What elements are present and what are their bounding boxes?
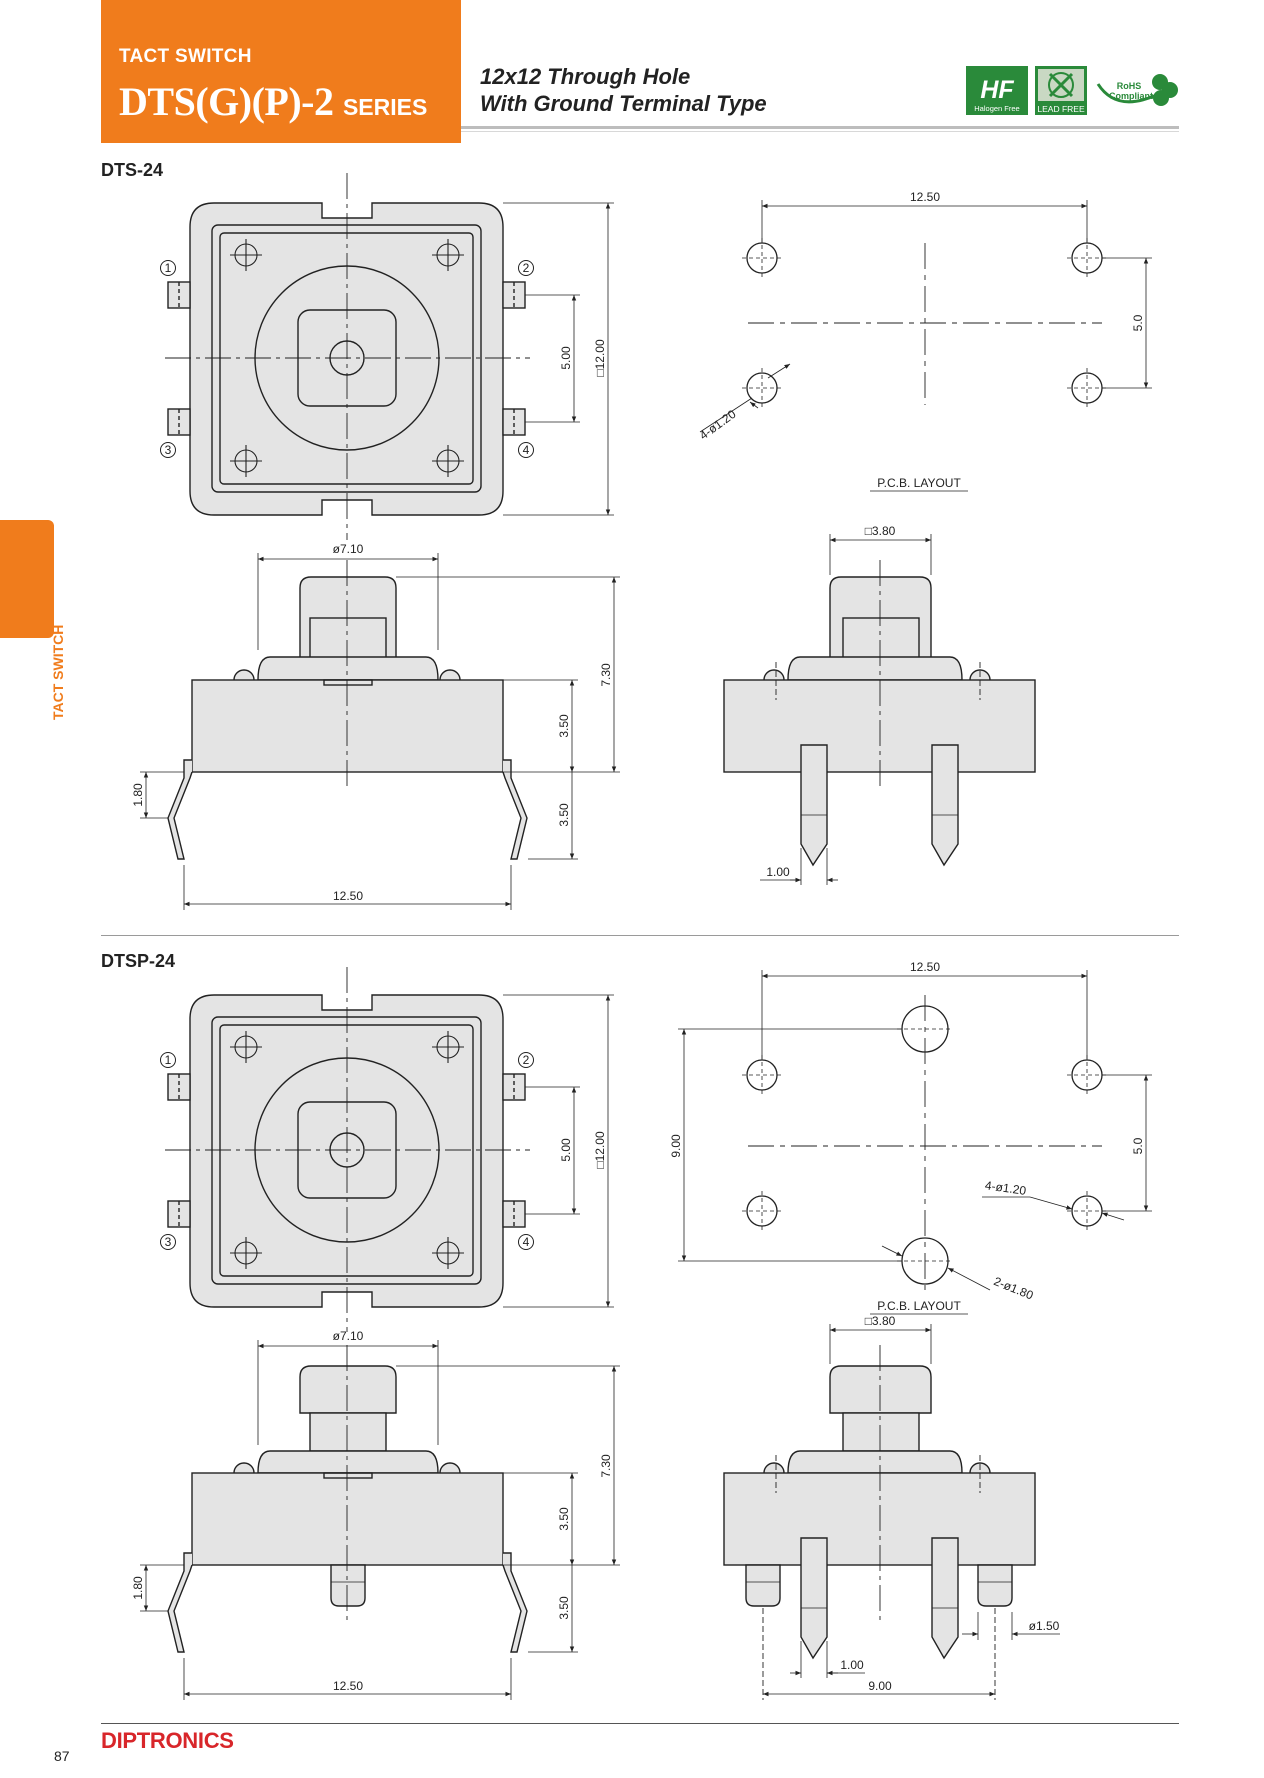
- height-label: 7.30: [599, 663, 613, 687]
- pin-label-3: 3: [165, 443, 172, 457]
- pcb-row-spacing-label: 5.0: [1131, 314, 1145, 331]
- pin-label-1b: 1: [165, 1053, 172, 1067]
- peg-diameter-label: ø1.50: [1029, 1619, 1060, 1633]
- section-title-dts24: DTS-24: [101, 160, 164, 180]
- pin-label-2: 2: [523, 261, 530, 275]
- lead-bend-label-b: 1.80: [131, 1576, 145, 1600]
- dts24-side-view: [723, 534, 1036, 885]
- pcb2-hole-label: 4-ø1.20: [984, 1178, 1027, 1198]
- halogen-logo-text: HF: [980, 76, 1014, 104]
- lead-free-text: LEAD FREE: [1037, 104, 1085, 114]
- subtitle-line-1: 12x12 Through Hole: [480, 64, 691, 89]
- dtsp24-top-view: [160, 967, 614, 1332]
- dim-top-spacing-b: 5.00: [559, 1138, 573, 1162]
- dim-body-size-b: □12.00: [593, 1131, 607, 1169]
- pcb2-vert-spacing-label: 9.00: [669, 1134, 683, 1158]
- pin-width-label: 1.00: [766, 865, 790, 879]
- pin-label-1: 1: [165, 261, 172, 275]
- dts24-top-view: [160, 173, 614, 540]
- cap-diameter-label: ø7.10: [333, 542, 364, 556]
- rohs-text: RoHS: [1117, 81, 1142, 91]
- pcb2-pitch-label: 12.50: [910, 960, 940, 974]
- pin-label-2b: 2: [523, 1053, 530, 1067]
- pcb2-layout-caption: P.C.B. LAYOUT: [877, 1299, 961, 1313]
- dts24-pcb-layout: [699, 200, 1152, 492]
- cap-square-label: □3.80: [865, 524, 896, 538]
- pcb2-row-spacing-label: 5.0: [1131, 1137, 1145, 1154]
- pcb-layout-caption: P.C.B. LAYOUT: [877, 476, 961, 490]
- series-suffix: SERIES: [342, 94, 428, 120]
- lead-free-badge: LEAD FREE: [1035, 66, 1087, 115]
- dtsp24-pcb-layout: [678, 970, 1152, 1315]
- height-label-b: 7.30: [599, 1454, 613, 1478]
- pcb-pitch-label: 12.50: [910, 190, 940, 204]
- side-tab: [0, 520, 54, 638]
- footer-rule: [101, 1723, 1179, 1724]
- product-category: TACT SWITCH: [119, 46, 252, 67]
- header-rule-thin: [461, 131, 1179, 132]
- cap-square-label-b: □3.80: [865, 1314, 896, 1328]
- halogen-free-text: Halogen Free: [974, 104, 1019, 113]
- body-height-label-b: 3.50: [557, 1507, 571, 1531]
- lead-pitch-label-b: 12.50: [333, 1679, 363, 1693]
- page-number: 87: [54, 1748, 70, 1764]
- header-banner: [101, 0, 461, 143]
- pin-width-label-b: 1.00: [840, 1658, 864, 1672]
- dtsp24-side-view: [723, 1324, 1060, 1700]
- dts24-front-view: [140, 553, 620, 910]
- section-divider: [101, 935, 1179, 936]
- rohs-compliant-text: Compliant: [1109, 91, 1153, 101]
- subtitle-line-2: With Ground Terminal Type: [480, 91, 767, 116]
- section-title-dtsp24: DTSP-24: [101, 951, 176, 971]
- pin-label-4: 4: [523, 443, 530, 457]
- dtsp24-front-view: [140, 1340, 620, 1700]
- pcb-hole-label: 4-ø1.20: [697, 407, 739, 443]
- pcb2-peg-hole-label: 2-ø1.80: [992, 1274, 1036, 1303]
- brand-name: DIPTRONICS: [101, 1728, 234, 1753]
- pin-label-4b: 4: [523, 1235, 530, 1249]
- cap-diameter-label-b: ø7.10: [333, 1329, 364, 1343]
- lead-free-icon: [1048, 72, 1074, 98]
- lead-height-label: 3.50: [557, 803, 571, 827]
- halogen-free-badge: HF Halogen Free: [966, 66, 1028, 115]
- series-main: DTS(G)(P)-2: [119, 79, 334, 124]
- rohs-badge: RoHS Compliant: [1096, 74, 1178, 106]
- peg-pitch-label: 9.00: [868, 1679, 892, 1693]
- lead-height-label-b: 3.50: [557, 1596, 571, 1620]
- pin-label-3b: 3: [165, 1235, 172, 1249]
- compliance-badges: HF Halogen Free LEAD FREE RoHS Compliant: [966, 66, 1178, 115]
- dim-top-spacing: 5.00: [559, 346, 573, 370]
- dim-body-size: □12.00: [593, 339, 607, 377]
- body-height-label: 3.50: [557, 714, 571, 738]
- lead-pitch-label: 12.50: [333, 889, 363, 903]
- header-rule: [461, 126, 1179, 129]
- lead-bend-label: 1.80: [131, 783, 145, 807]
- series-title: DTS(G)(P)-2 SERIES: [119, 78, 427, 125]
